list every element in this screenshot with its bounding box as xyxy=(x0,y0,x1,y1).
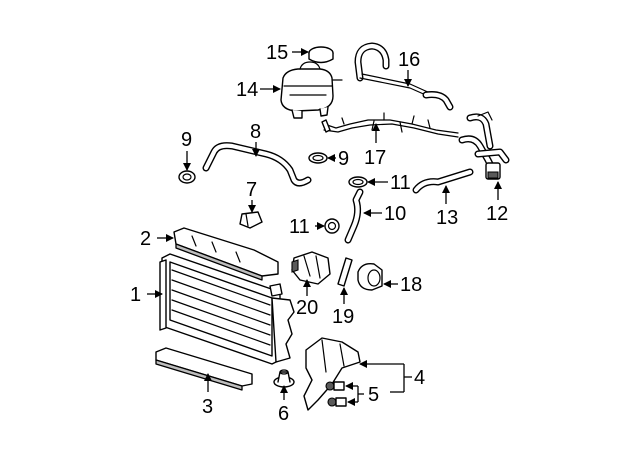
radiator-bracket xyxy=(239,211,263,229)
callout-19: 19 xyxy=(332,306,354,328)
leader-lines xyxy=(147,48,502,406)
callout-9a: 9 xyxy=(181,129,192,151)
air-baffle-lower xyxy=(155,347,253,391)
callout-20: 20 xyxy=(296,297,318,319)
callout-3: 3 xyxy=(202,396,213,418)
air-baffle-upper xyxy=(173,227,279,281)
coolant-reservoir xyxy=(280,61,343,119)
push-pin xyxy=(325,381,347,407)
callout-11a: 11 xyxy=(289,216,310,238)
callout-13: 13 xyxy=(436,207,458,229)
radiator xyxy=(159,253,295,365)
coolant-outlet-pipes xyxy=(458,111,510,180)
callout-8: 8 xyxy=(250,121,261,143)
radiator-mount xyxy=(273,369,295,388)
lower-radiator-hose xyxy=(344,188,364,244)
callout-2: 2 xyxy=(140,228,151,250)
callout-6: 6 xyxy=(278,403,289,425)
callout-4: 4 xyxy=(414,367,425,389)
callout-15: 15 xyxy=(266,42,288,64)
callout-10: 10 xyxy=(384,203,406,225)
outlet-seal xyxy=(337,257,353,287)
callout-18: 18 xyxy=(400,274,422,296)
callout-1: 1 xyxy=(130,284,141,306)
callout-5: 5 xyxy=(368,384,379,406)
callout-labels: 1 2 3 4 5 6 7 8 9 9 10 11 11 12 13 14 15… xyxy=(130,42,508,425)
callout-9b: 9 xyxy=(338,148,349,170)
hose-clamp xyxy=(178,152,328,184)
callout-11b: 11 xyxy=(390,172,411,194)
callout-7: 7 xyxy=(246,179,257,201)
callout-14: 14 xyxy=(236,79,258,101)
outlet-hose xyxy=(412,168,474,194)
water-outlet xyxy=(291,251,331,285)
callout-17: 17 xyxy=(364,147,386,169)
reservoir-cap xyxy=(308,46,334,64)
heater-tube-assembly xyxy=(321,112,459,138)
callout-16: 16 xyxy=(398,49,420,71)
thermostat xyxy=(357,262,383,291)
upper-radiator-hose xyxy=(202,142,312,187)
callout-12: 12 xyxy=(486,203,508,225)
overflow-hose xyxy=(354,42,454,111)
